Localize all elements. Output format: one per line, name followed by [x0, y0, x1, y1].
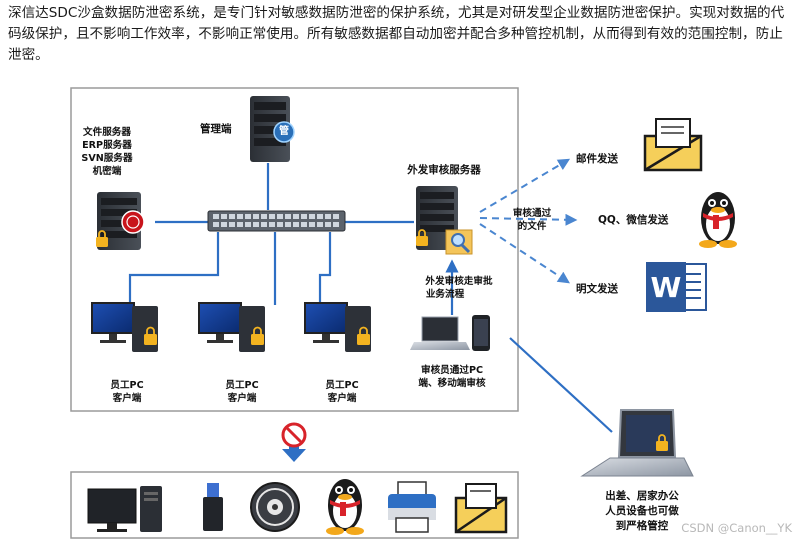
mail-icon — [454, 483, 508, 534]
desktop-pc-icon — [87, 486, 162, 532]
remote-label-0: 出差、居家办公 — [605, 490, 679, 502]
connection-lines — [128, 163, 613, 433]
reviewer-label-1: 端、移动端审核 — [418, 378, 486, 389]
client-label: 员工PC — [325, 380, 359, 391]
outbound-review-server-icon — [416, 186, 473, 255]
client-label: 客户端 — [227, 393, 257, 404]
svg-text:W: W — [651, 271, 682, 304]
mail-icon — [643, 118, 703, 172]
qq-penguin-icon — [326, 479, 364, 535]
printer-icon — [388, 481, 436, 533]
client-label: 员工PC — [110, 380, 144, 391]
admin-badge: 管 — [279, 126, 289, 137]
reviewer-laptop-icon — [410, 316, 470, 350]
file-servers-icon — [96, 192, 145, 250]
network-boundary — [70, 87, 519, 412]
outbound-arrows — [479, 158, 578, 284]
output-qq-label: QQ、微信发送 — [598, 214, 669, 226]
output-plaintext-label: 明文发送 — [576, 283, 618, 295]
reviewer-phone-icon — [472, 315, 490, 351]
network-switch-icon — [207, 210, 346, 232]
intro-paragraph: 深信达SDC沙盒数据防泄密系统，是专门针对敏感数据防泄密的保护系统，尤其是对研发… — [8, 5, 785, 63]
outbound-server-label: 外发审核服务器 — [407, 164, 481, 176]
approved-files-label-1: 的文件 — [517, 221, 547, 232]
remote-label-1: 人员设备也可做 — [605, 505, 679, 517]
client-label: 客户端 — [112, 393, 142, 404]
admin-label: 管理端 — [200, 123, 232, 135]
qq-penguin-icon — [699, 192, 737, 248]
blocked-devices-box — [70, 471, 519, 539]
remote-label-2: 到严格管控 — [615, 520, 669, 532]
no-leak-sign-icon — [281, 422, 307, 462]
remote-laptop-icon — [580, 409, 694, 477]
client-pc-icon — [304, 302, 371, 352]
client-pc-icon — [198, 302, 265, 352]
servers-label-2: SVN服务器 — [81, 153, 133, 164]
usb-drive-icon — [203, 483, 223, 531]
servers-label-0: 文件服务器 — [83, 127, 131, 138]
output-mail-label: 邮件发送 — [576, 153, 618, 165]
approval-flow-label-0: 外发审核走审批 — [425, 276, 493, 287]
client-label: 员工PC — [225, 380, 259, 391]
client-pc-icon — [91, 302, 158, 352]
approval-flow-label-1: 业务流程 — [425, 289, 465, 300]
servers-label-3: 机密端 — [92, 166, 122, 177]
word-icon: W — [646, 262, 707, 312]
admin-server-icon — [250, 96, 295, 162]
client-label: 客户端 — [327, 393, 357, 404]
reviewer-label-0: 审核员通过PC — [420, 365, 484, 376]
watermark: CSDN @Canon__YK — [681, 521, 792, 535]
approved-files-label-0: 审核通过 — [512, 208, 552, 219]
cd-disc-icon — [250, 482, 300, 532]
servers-label-1: ERP服务器 — [82, 140, 132, 151]
